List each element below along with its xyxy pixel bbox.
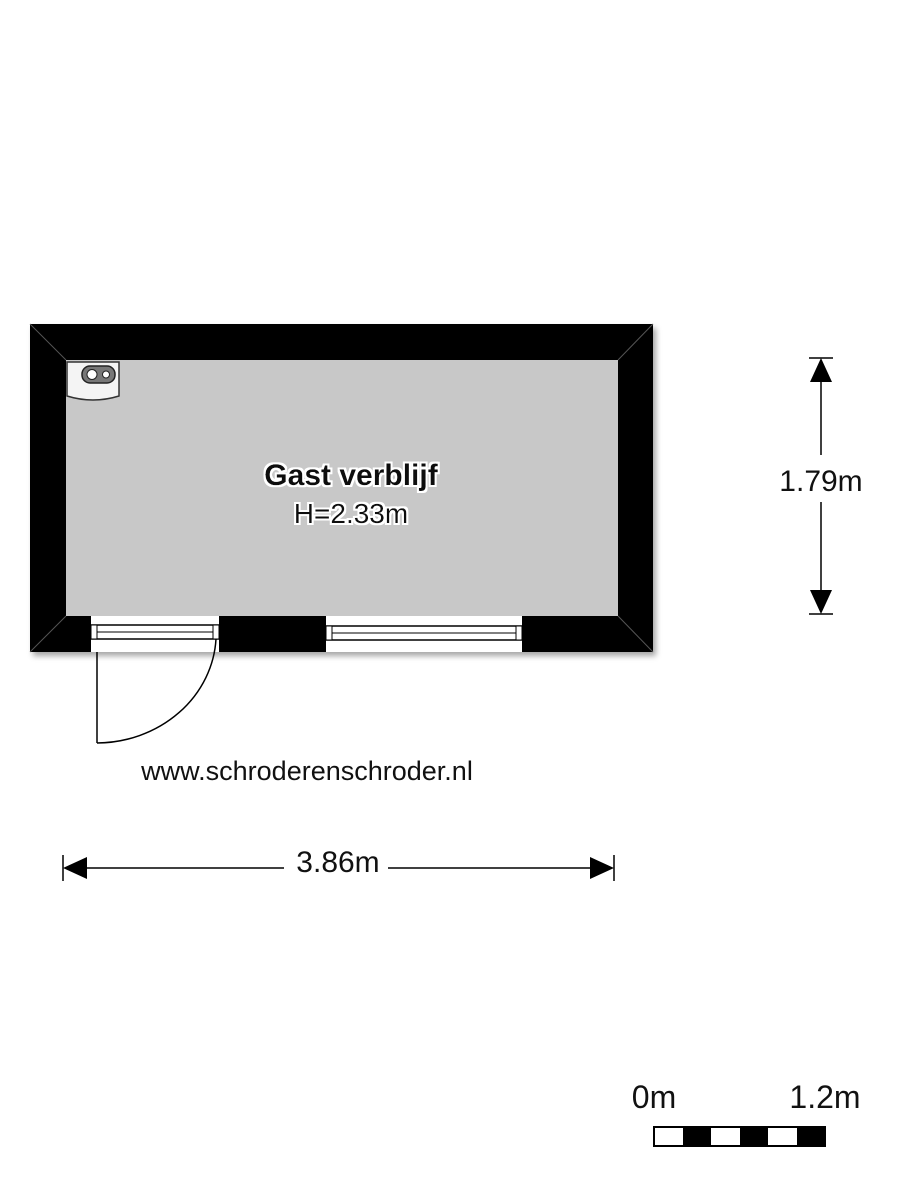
width-label: 3.86m [296, 846, 379, 879]
depth-label: 1.79m [779, 465, 862, 498]
water-heater-icon [66, 361, 120, 401]
door [90, 616, 220, 744]
scale-start-label: 0m [632, 1079, 676, 1115]
scale-end-label: 1.2m [789, 1079, 860, 1115]
arrow-right-icon [590, 857, 614, 879]
room-floor [66, 360, 618, 616]
arrow-left-icon [63, 857, 87, 879]
depth-dimension: 1.79m [779, 357, 863, 615]
arrow-down-icon [810, 590, 832, 614]
door-swing-arc [96, 638, 217, 744]
arrow-up-icon [810, 358, 832, 382]
scale-bar: 0m 1.2m [632, 1079, 861, 1147]
wall-corner-lines [29, 323, 654, 653]
room-name: Gast verblijf [264, 459, 438, 492]
website-text: www.schroderenschroder.nl [140, 756, 473, 786]
window [325, 616, 523, 652]
width-dimension: 3.86m [62, 846, 615, 881]
room-height-label: H=2.33m [294, 498, 408, 529]
